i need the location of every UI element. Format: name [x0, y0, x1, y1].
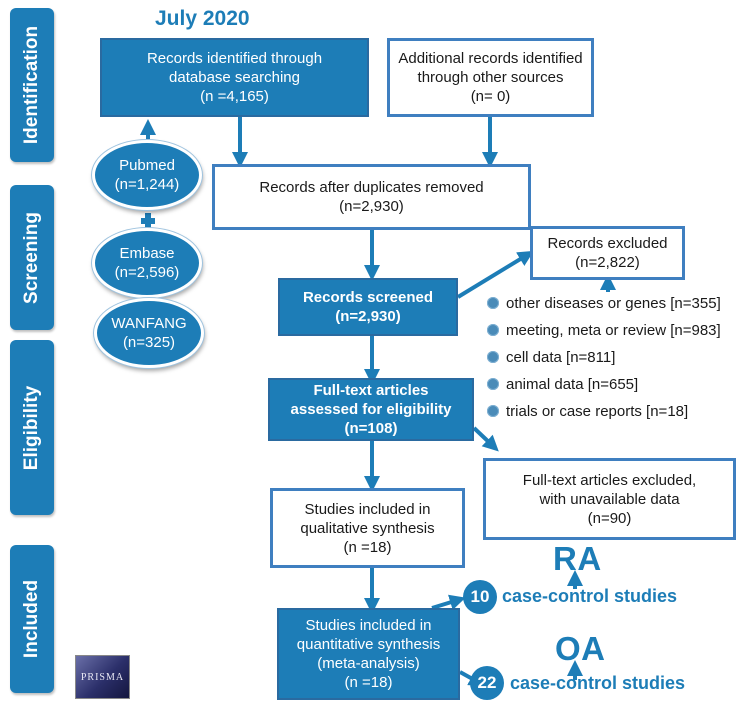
dedup-box: Records after duplicates removed (n=2,93…: [212, 164, 531, 230]
stage-tab-included: Included: [10, 545, 54, 693]
exclusion-reason-item: other diseases or genes [n=355]: [487, 292, 721, 314]
outcome-ra-label: RA: [553, 540, 602, 577]
db-search-box: Records identified through database sear…: [100, 38, 369, 117]
quantitative-synthesis-box: Studies included in quantitative synthes…: [277, 608, 460, 700]
records-screened-box: Records screened (n=2,930): [278, 278, 458, 336]
bullet-dot: [487, 405, 499, 417]
bullet-dot: [487, 378, 499, 390]
database-embase: Embase (n=2,596): [92, 228, 202, 298]
outcome-oa-text: case-control studies: [510, 673, 686, 693]
bullet-dot: [487, 297, 499, 309]
exclusion-reason-item: animal data [n=655]: [487, 373, 638, 395]
other-sources-box: Additional records identified through ot…: [387, 38, 594, 117]
database-pubmed: Pubmed (n=1,244): [92, 140, 202, 210]
date-label: July 2020: [155, 7, 250, 30]
outcome-oa-count: 22: [470, 666, 504, 700]
qualitative-synthesis-box: Studies included in qualitative synthesi…: [270, 488, 465, 568]
bullet-dot: [487, 324, 499, 336]
database-wanfang: WANFANG (n=325): [94, 298, 204, 368]
arrow-fulltext-to-excluded: [472, 426, 499, 452]
fulltext-excluded-box: Full-text articles excluded, with unavai…: [483, 458, 736, 540]
exclusion-reason-item: meeting, meta or review [n=983]: [487, 319, 721, 341]
exclusion-reason-item: trials or case reports [n=18]: [487, 400, 688, 422]
stage-tab-identification: Identification: [10, 8, 54, 162]
exclusion-reason-item: cell data [n=811]: [487, 346, 615, 368]
outcome-oa-label: OA: [555, 630, 606, 667]
outcome-ra-text: case-control studies: [502, 586, 678, 606]
records-excluded-box: Records excluded (n=2,822): [530, 226, 685, 280]
stage-tab-screening: Screening: [10, 185, 54, 330]
arrow-screened-to-excluded: [456, 250, 534, 299]
arrow-quantitative-to-ra: [431, 594, 466, 610]
outcome-ra-count: 10: [463, 580, 497, 614]
stage-tab-eligibility: Eligibility: [10, 340, 54, 515]
bullet-dot: [487, 351, 499, 363]
plus-connector-1-bar: [141, 218, 155, 224]
fulltext-assessed-box: Full-text articles assessed for eligibil…: [268, 378, 474, 441]
prisma-logo: PRISMA: [75, 655, 130, 699]
